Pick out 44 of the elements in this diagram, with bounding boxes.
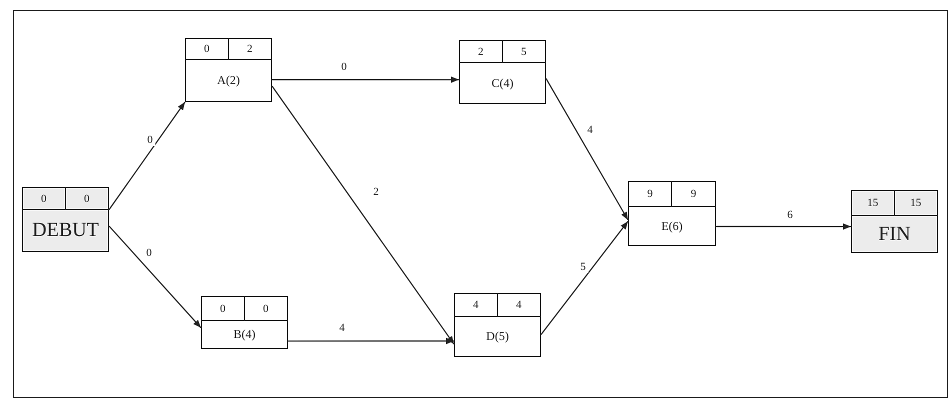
latest-time: 9 [672,182,715,207]
latest-time: 0 [66,188,108,210]
task-node [185,38,272,102]
arrow [272,76,459,83]
latest-time: 5 [502,41,545,63]
arrow [272,86,454,345]
earliest-time: 0 [186,39,228,60]
earliest-time: 2 [460,41,502,63]
arrow [288,338,454,344]
edge-label: 2 [371,186,381,198]
edge-label: 0 [339,61,349,73]
edge-label: 5 [578,261,588,273]
task-node [459,40,546,104]
earliest-time: 0 [202,297,244,321]
earliest-time: 4 [455,294,498,317]
edge-label: 4 [337,322,347,334]
task-label: DEBUT [31,218,100,243]
task-node [454,293,541,357]
earliest-time: 9 [629,182,672,207]
latest-time: 0 [244,297,287,321]
edge-label: 4 [585,124,595,136]
task-node [851,190,938,253]
edge-label: 6 [785,209,795,221]
task-label: B(4) [232,326,256,343]
arrow [545,78,629,220]
task-label: D(5) [485,328,510,345]
latest-time: 2 [228,39,271,60]
task-label: FIN [877,222,912,246]
latest-time: 15 [894,191,937,216]
earliest-time: 15 [852,191,894,216]
task-node [628,181,716,246]
arrow [108,226,202,328]
arrow [540,220,628,335]
arrow [108,102,186,210]
task-node [22,187,109,252]
task-label: E(6) [660,218,684,234]
task-node [201,296,288,349]
task-label: C(4) [490,74,514,92]
arrow [716,223,851,230]
earliest-time: 0 [23,188,66,210]
latest-time: 4 [498,294,540,317]
task-label: A(2) [216,72,241,89]
edge-label: 0 [145,134,155,146]
edge-label: 0 [144,247,154,259]
